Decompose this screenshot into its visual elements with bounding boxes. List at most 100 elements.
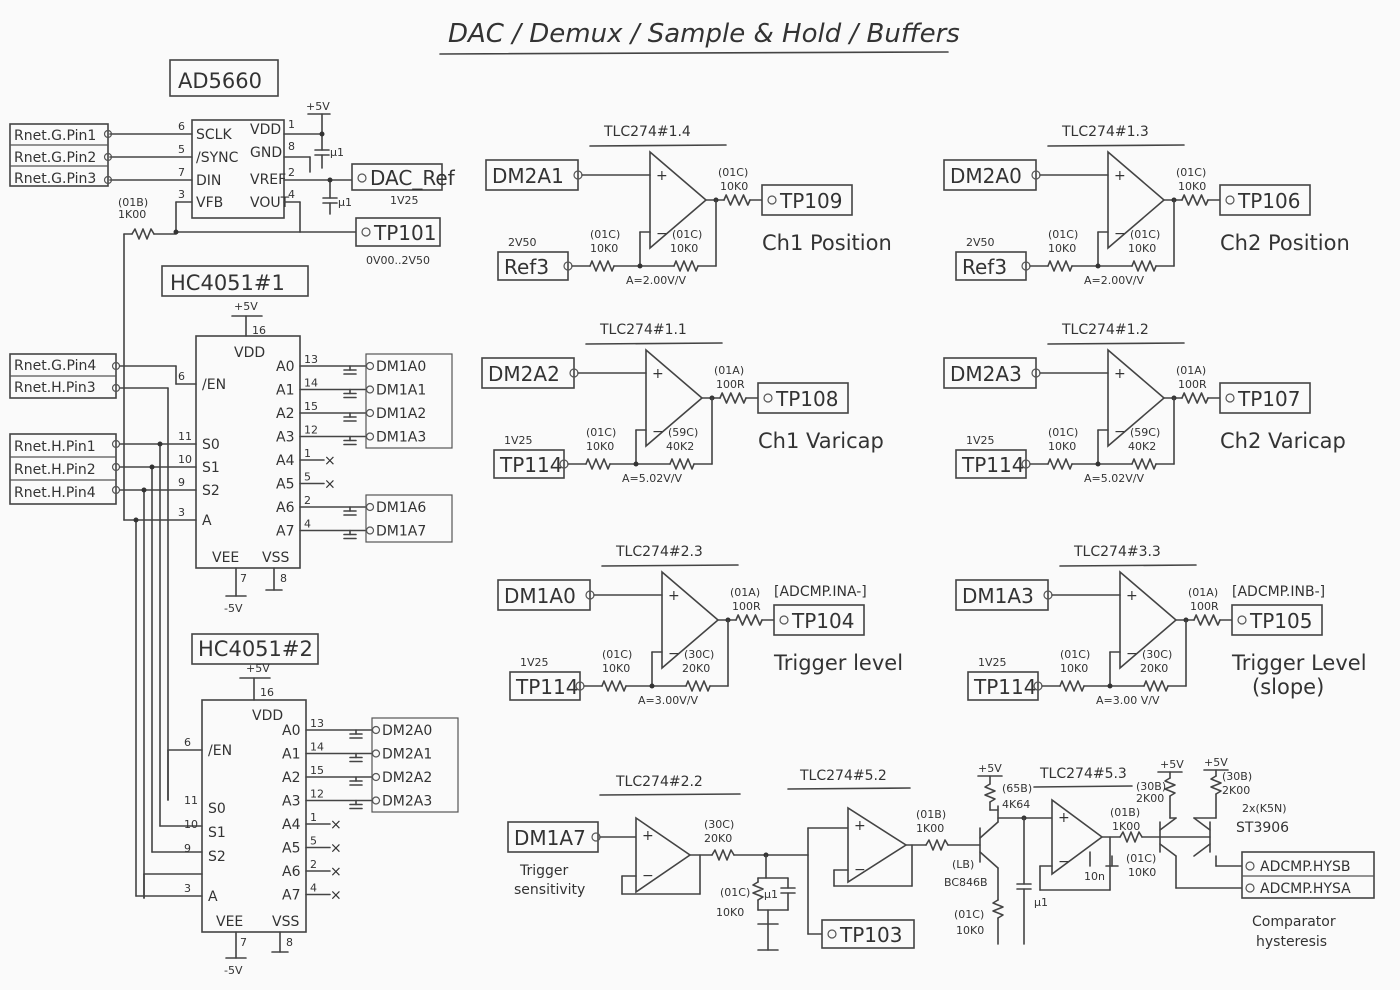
hyst-r1-val: 20K0 [704, 832, 732, 845]
hyst-re-code: (01C) [954, 908, 984, 921]
amp-rin-code: (01C) [1048, 228, 1078, 241]
amp-rout-val: 100R [732, 600, 761, 613]
amp-gain: A=2.00V/V [626, 274, 686, 287]
amp-ref-box [509, 671, 581, 701]
dac-pin-num: 2 [288, 166, 295, 179]
mux-pin-name: A5 [276, 477, 294, 493]
mux-pin-num: 10 [178, 453, 192, 466]
amp-ref-box [955, 251, 1027, 281]
svg-text:+: + [652, 366, 664, 382]
hyst-rb-val: 1K00 [916, 822, 944, 835]
test-point-pad [1237, 615, 1247, 625]
amp-rin-val: 10K0 [602, 662, 630, 675]
hyst-pnp: 2x(K5N) [1242, 802, 1287, 815]
resistor [685, 680, 711, 692]
mux-pin-num: 4 [310, 882, 317, 895]
hyst-c2: µ1 [1034, 896, 1048, 909]
amp-tp-label: TP104 [791, 609, 854, 633]
mux-pin-num: 13 [310, 717, 324, 730]
resistor [1059, 680, 1085, 692]
dac-ref-voltage: 1V25 [390, 194, 419, 207]
dac-pin-num: 7 [178, 166, 185, 179]
svg-text:+: + [1058, 810, 1070, 826]
mux-pin-name: A4 [282, 817, 301, 833]
mux-pin-name: A1 [282, 747, 300, 763]
amp-input-label: DM2A3 [950, 362, 1022, 386]
amp-rin-code: (01C) [602, 648, 632, 661]
amp-rin-code: (01C) [590, 228, 620, 241]
amp-gain: A=5.02V/V [1084, 472, 1144, 485]
mux1-input-label: Rnet.H.Pin1 [14, 439, 96, 455]
hyst-tr-code: (LB) [952, 858, 974, 871]
mux-pin-num: 1 [304, 447, 311, 460]
amp-rfb-val: 10K0 [1128, 242, 1156, 255]
amp-rout-val: 10K0 [1178, 180, 1206, 193]
hyst-supply: +5V [978, 762, 1002, 775]
test-point-pad [763, 393, 773, 403]
amp-name: TLC274#1.2 [1061, 322, 1149, 338]
svg-text:−: − [1058, 854, 1070, 870]
hyst-buf3-name: TLC274#5.3 [1039, 766, 1127, 782]
resistor [1047, 260, 1073, 272]
amp-rin-val: 10K0 [586, 440, 614, 453]
amp-tp-box [1219, 184, 1311, 216]
hyst-r5-code: (30B) [1136, 780, 1166, 793]
amp-ref-voltage: 1V25 [504, 434, 533, 447]
page-title: DAC / Demux / Sample & Hold / Buffers [448, 19, 960, 49]
connector-pad [365, 408, 375, 418]
mux1-vdd: VDD [234, 345, 265, 361]
dac-supply: +5V [306, 100, 330, 113]
opamp-symbol [649, 150, 708, 250]
mux2-vdd-pin: 16 [260, 686, 274, 699]
amp-input-label: DM2A1 [492, 164, 564, 188]
mux-pin-num: 9 [184, 842, 191, 855]
mux-output-label: DM1A0 [376, 359, 426, 375]
hyst-input-desc1: Trigger [519, 863, 569, 879]
mux-pin-num: 9 [178, 476, 185, 489]
svg-text:+: + [1114, 168, 1126, 184]
resistor [735, 614, 763, 626]
mux2-block: HC4051#2 +5V 16 VDD VEE VSS 7 8 -5V [135, 633, 319, 977]
mux-pin-name: A6 [282, 864, 301, 880]
dac-block: AD5660 6 5 7 3 SCLK /SYNC DIN VFB VDD GN… [109, 59, 456, 521]
amp-tp-label: TP106 [1237, 189, 1300, 213]
amp-tp-label: TP108 [775, 387, 838, 411]
svg-text:−: − [1114, 424, 1126, 440]
resistor [1047, 458, 1073, 470]
mux1-inputs: Rnet.G.Pin4 Rnet.H.Pin3 Rnet.H.Pin1 Rnet… [9, 353, 197, 899]
hyst-desc1: Comparator [1252, 914, 1336, 930]
amp-rfb-val: 40K2 [666, 440, 694, 453]
mux-pin-name: A5 [282, 841, 300, 857]
svg-text:−: − [1114, 226, 1126, 242]
mux1-vee: VEE [212, 550, 239, 566]
hyst-r4-code: (01B) [1110, 806, 1140, 819]
connector-pad [365, 502, 375, 512]
amp-rout-val: 100R [1178, 378, 1207, 391]
amp-input-box [955, 579, 1049, 611]
mux-pin-name: S2 [202, 483, 220, 499]
output-label-box [371, 717, 459, 813]
hyst-c1: µ1 [764, 888, 778, 901]
amp-rout-val: 10K0 [720, 180, 748, 193]
dac-input-label: Rnet.G.Pin1 [14, 128, 96, 144]
no-connect-mark: × [330, 817, 342, 833]
hyst-tr-name: BC846B [944, 876, 988, 889]
amp-rin-val: 10K0 [590, 242, 618, 255]
resistor [673, 260, 699, 272]
amp-input-box [943, 159, 1037, 191]
mux-pin-num: 2 [304, 494, 311, 507]
amp-tp-box [773, 604, 865, 636]
hyst-supply3: +5V [1204, 756, 1228, 769]
amp-rout-val: 100R [1190, 600, 1219, 613]
opamp-symbol [645, 348, 704, 448]
amp-description: Ch1 Varicap [758, 429, 884, 453]
mux-pin-name: A7 [282, 888, 300, 904]
amp-input-label: DM1A0 [504, 584, 576, 608]
amp-input-box [481, 357, 575, 389]
mux2-vss-pin: 8 [286, 936, 293, 949]
dac-pin-name: VFB [196, 195, 223, 211]
output-label-box [365, 353, 453, 449]
mux-pin-num: 12 [310, 788, 324, 801]
resistor [1193, 614, 1221, 626]
